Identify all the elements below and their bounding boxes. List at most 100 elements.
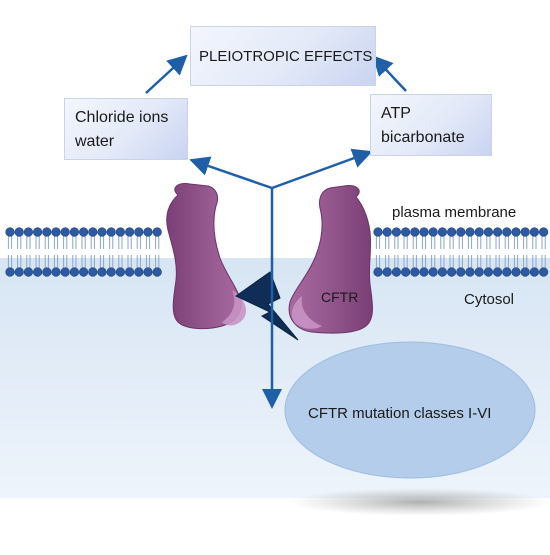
lipid-head bbox=[529, 267, 540, 277]
lipid-head bbox=[493, 227, 503, 237]
lipid-tail bbox=[532, 236, 537, 249]
lipid-tail bbox=[513, 236, 519, 249]
lipid-head bbox=[23, 267, 33, 277]
lipid-head bbox=[437, 267, 448, 277]
lipid-tail bbox=[403, 255, 408, 268]
lipid-head bbox=[511, 227, 521, 237]
lipid-head bbox=[538, 227, 549, 237]
lipid-tail bbox=[385, 255, 390, 268]
lipid-head bbox=[5, 227, 15, 237]
lipid-tail bbox=[109, 236, 114, 249]
lipid-tail bbox=[523, 236, 528, 249]
lipid-tail bbox=[421, 236, 427, 249]
lipid-tail bbox=[477, 255, 482, 268]
pleiotropic-effects-label: PLEIOTROPIC EFFECTS bbox=[199, 48, 373, 65]
pleiotropic-effects-box: PLEIOTROPIC EFFECTS bbox=[190, 26, 376, 86]
lipid-tail bbox=[394, 236, 399, 249]
lipid-tail bbox=[127, 255, 132, 268]
lipid-tail bbox=[63, 236, 68, 249]
lipid-tail bbox=[440, 255, 445, 268]
lipid-head bbox=[32, 227, 43, 237]
lipid-tail bbox=[17, 236, 22, 249]
lipid-tail bbox=[431, 255, 436, 268]
arrow-right-up bbox=[372, 55, 407, 92]
lipid-head bbox=[447, 267, 457, 277]
lipid-head bbox=[32, 267, 43, 277]
lipid-tail bbox=[90, 255, 95, 268]
lipid-tail bbox=[394, 255, 399, 268]
lipid-tail bbox=[127, 236, 132, 249]
lipid-tail bbox=[504, 255, 509, 268]
lipid-tail bbox=[81, 236, 86, 249]
lipid-head bbox=[97, 267, 107, 277]
lipid-head bbox=[23, 227, 33, 237]
lipid-head bbox=[483, 267, 494, 277]
lipid-head bbox=[465, 227, 475, 237]
lipid-head bbox=[5, 267, 15, 277]
lipid-head bbox=[373, 227, 383, 237]
lipid-head bbox=[410, 227, 420, 237]
lipid-head bbox=[538, 267, 549, 277]
lipid-tail bbox=[385, 236, 390, 249]
chloride-ions-label: Chloride ions bbox=[75, 109, 169, 126]
lipid-tail bbox=[504, 236, 509, 249]
lipid-head bbox=[106, 267, 116, 277]
lipid-head bbox=[493, 267, 503, 277]
lipid-head bbox=[88, 267, 98, 277]
lipid-head bbox=[502, 267, 512, 277]
lipid-head bbox=[520, 267, 530, 277]
lipid-tail bbox=[136, 236, 141, 249]
lipid-tail bbox=[449, 236, 454, 249]
lipid-tail bbox=[421, 255, 427, 268]
lipid-head bbox=[115, 227, 125, 237]
lipid-tail bbox=[26, 255, 31, 268]
lipid-tail bbox=[72, 236, 77, 249]
lipid-head bbox=[474, 227, 484, 237]
lipid-tail bbox=[486, 236, 491, 249]
lipid-tail bbox=[467, 236, 473, 249]
lipid-tail bbox=[477, 236, 482, 249]
lipid-tail bbox=[136, 255, 141, 268]
lipid-tail bbox=[541, 255, 546, 268]
mutation-ellipse bbox=[284, 341, 536, 479]
lipid-head bbox=[125, 227, 135, 237]
lipid-head bbox=[474, 267, 484, 277]
lipid-tail bbox=[90, 236, 95, 249]
lipid-tail bbox=[458, 255, 463, 268]
lipid-tail bbox=[109, 255, 114, 268]
lipid-tail bbox=[35, 255, 40, 268]
lipid-head bbox=[456, 267, 466, 277]
lipid-head bbox=[401, 267, 411, 277]
lipid-head bbox=[88, 227, 98, 237]
lipid-head bbox=[419, 267, 429, 277]
lipid-head bbox=[456, 227, 466, 237]
lipid-tail bbox=[99, 255, 105, 268]
lipid-head bbox=[401, 227, 411, 237]
lipid-head bbox=[428, 227, 438, 237]
lipid-tail bbox=[7, 236, 13, 249]
lipid-head bbox=[419, 227, 429, 237]
lipid-head bbox=[60, 267, 70, 277]
lipid-tail bbox=[495, 236, 500, 249]
lipid-tail bbox=[486, 255, 491, 268]
lipid-tail bbox=[513, 255, 519, 268]
lipid-head bbox=[106, 227, 116, 237]
lipid-tail bbox=[467, 255, 473, 268]
lipid-tail bbox=[81, 255, 86, 268]
plasma-membrane-label: plasma membrane bbox=[392, 204, 517, 221]
lipid-head bbox=[134, 227, 144, 237]
lipid-head bbox=[42, 227, 52, 237]
lipid-head bbox=[152, 267, 162, 277]
lipid-head bbox=[520, 227, 530, 237]
lipid-head bbox=[373, 267, 383, 277]
lipid-head bbox=[483, 227, 494, 237]
lipid-head bbox=[42, 267, 52, 277]
lipid-tail bbox=[72, 255, 77, 268]
lipid-head bbox=[465, 267, 475, 277]
lipid-head bbox=[14, 267, 24, 277]
lipid-head bbox=[152, 227, 162, 237]
atp-bicarbonate-box: ATP bicarbonate bbox=[370, 94, 492, 156]
lipid-tail bbox=[523, 255, 528, 268]
lipid-head bbox=[143, 227, 153, 237]
